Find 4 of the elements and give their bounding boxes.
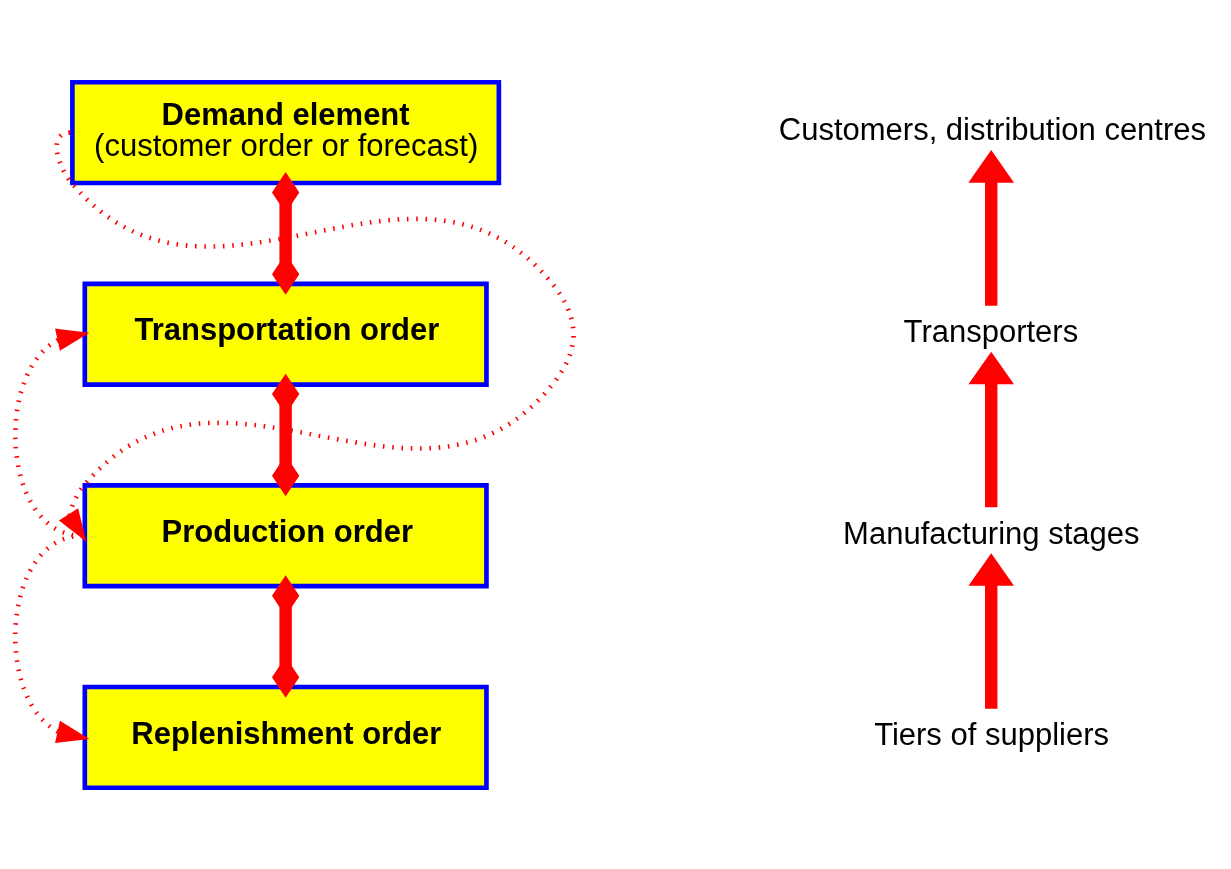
node-text: Tiers of suppliers bbox=[874, 716, 1110, 752]
node-text: Transporters bbox=[903, 313, 1079, 349]
node-text: Customers, distribution centres bbox=[778, 111, 1207, 147]
node-text: Manufacturing stages bbox=[843, 515, 1140, 551]
